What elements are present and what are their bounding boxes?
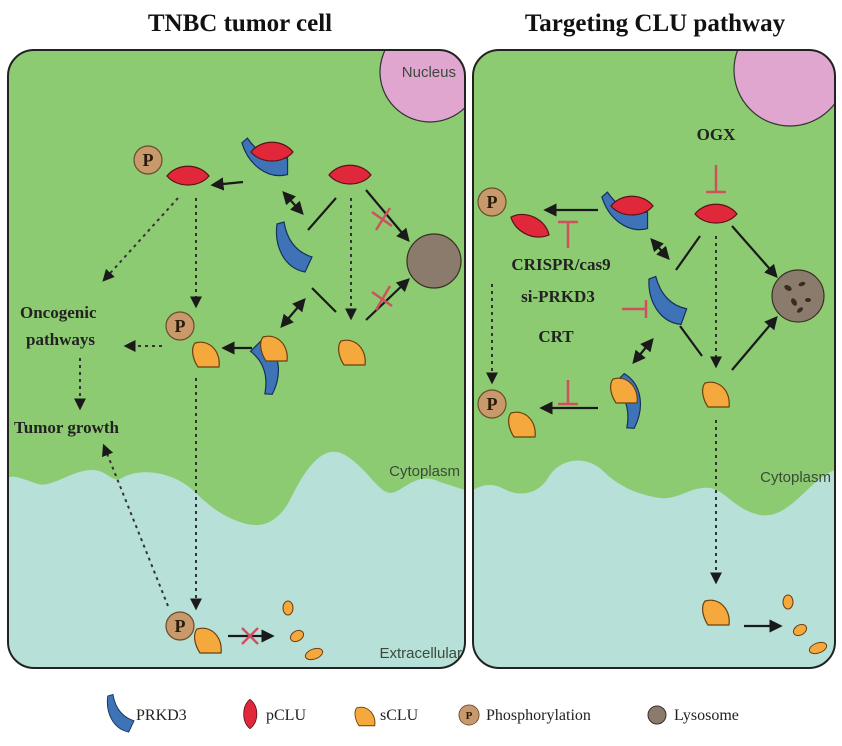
sclu-fragment [304,647,324,661]
phospho-letter: P [175,616,186,636]
nucleus [379,50,465,123]
legend-pclu-label: pCLU [266,707,306,724]
blocked-mark [241,627,259,645]
signal-arrow [102,197,179,282]
left-panel: Nucleus Cytoplasm Extracellular P [7,49,466,669]
legend-pclu-icon [243,698,258,730]
inhibition-marker [558,220,578,248]
sclu-fragment [792,623,808,637]
degradation-arrow [365,278,410,321]
right-panel-title: Targeting CLU pathway [525,10,786,37]
binding-arrow [650,238,670,260]
siprkd3-label: si-PRKD3 [521,287,595,306]
legend-prkd3-label: PRKD3 [136,707,187,724]
lysosome-fragments [784,281,811,313]
crt-label: CRT [538,327,574,346]
binding-line [679,325,703,357]
cytoplasm-label-left: Cytoplasm [389,463,460,480]
phospho-letter: P [143,150,154,170]
inhibition-marker [622,300,648,318]
nucleus [733,50,835,127]
lysosome-icon [771,269,825,323]
inhibition-marker [706,165,726,194]
right-panel-border [472,49,836,669]
sclu-fragment [808,641,828,655]
oncogenic-label-line1: Oncogenic [20,303,97,322]
phospho-letter: P [175,316,186,336]
sclu-fragment [282,600,294,616]
legend-prkd3-icon [106,694,135,733]
ogx-label: OGX [697,125,736,144]
right-panel: Cytoplasm OGX P [472,49,836,669]
binding-line [311,287,337,313]
binding-line [307,197,337,231]
cytoplasm-label-right: Cytoplasm [760,469,831,486]
binding-line [675,235,701,271]
legend: PRKD3 pCLU sCLU P Phosphorylation Lysoso… [106,694,739,733]
binding-arrow [282,191,304,215]
tumor-growth-label: Tumor growth [14,418,120,437]
legend-sclu-label: sCLU [380,707,419,724]
cytoplasm-region [8,50,465,526]
blocked-mark [371,285,393,311]
sclu-fragment [782,594,794,610]
signal-arrow [101,443,169,607]
oncogenic-label-line2: pathways [26,330,95,349]
sclu-fragment [289,629,305,643]
phospho-letter: P [487,394,498,414]
legend-phospho-letter: P [466,710,473,722]
left-panel-border [7,49,466,669]
phospho-letter: P [487,192,498,212]
lysosome-icon [406,233,462,289]
legend-lysosome-label: Lysosome [674,707,739,724]
binding-arrow [632,337,654,365]
inhibition-marker [558,380,578,406]
phosphorylation-arrow [210,177,244,191]
extracellular-label-left: Extracellular [379,645,462,662]
nucleus-label: Nucleus [402,64,456,81]
left-panel-title: TNBC tumor cell [148,10,332,37]
blocked-mark [371,207,393,231]
legend-lysosome-icon [647,705,667,725]
crispr-label: CRISPR/cas9 [511,255,610,274]
binding-arrow [280,297,306,329]
legend-sclu-icon [354,706,376,727]
degradation-arrow [731,315,778,371]
legend-phosphorylation-label: Phosphorylation [486,707,591,724]
degradation-arrow [731,225,778,278]
